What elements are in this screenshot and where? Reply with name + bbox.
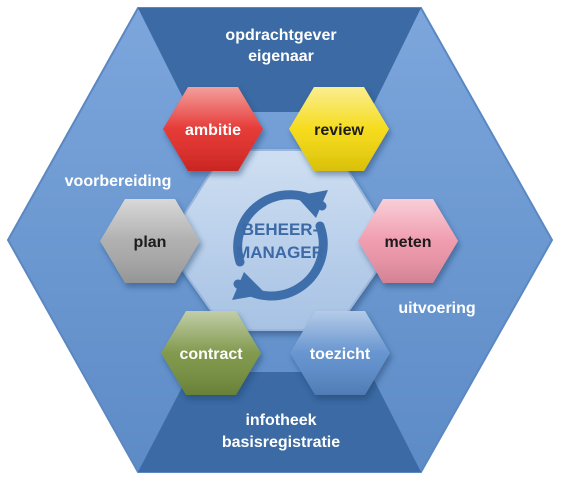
node-review-shine — [289, 87, 389, 171]
bottom-band — [138, 372, 421, 472]
node-meten: meten — [358, 199, 458, 283]
node-contract-shine — [161, 311, 261, 395]
top-band — [138, 8, 421, 112]
cycle-arrowhead-bottom-icon — [232, 272, 266, 300]
node-review-label: review — [314, 122, 364, 139]
center-label-line1: BEHEER- — [242, 220, 319, 239]
bottom-label-line1: infotheek — [245, 412, 316, 429]
node-contract-label: contract — [179, 346, 243, 363]
node-contract: contract — [161, 311, 261, 395]
node-plan-shine — [100, 199, 200, 283]
top-label-line2: eigenaar — [248, 48, 314, 65]
node-toezicht: toezicht — [290, 311, 390, 395]
cycle-arrowhead-top-icon — [296, 190, 328, 218]
node-plan-label: plan — [134, 234, 167, 251]
node-ambitie-shine — [163, 87, 263, 171]
node-toezicht-shine — [290, 311, 390, 395]
node-plan: plan — [100, 199, 200, 283]
top-label-line1: opdrachtgever — [225, 27, 336, 44]
right-label: uitvoering — [398, 300, 475, 317]
node-meten-shine — [358, 199, 458, 283]
bottom-label-line2: basisregistratie — [222, 434, 340, 451]
node-ambitie-label: ambitie — [185, 122, 241, 139]
left-label: voorbereiding — [65, 173, 172, 190]
node-toezicht-label: toezicht — [310, 346, 371, 363]
center-label-line2: MANAGER — [236, 243, 324, 262]
node-review: review — [289, 87, 389, 171]
node-meten-label: meten — [384, 234, 431, 251]
node-ambitie: ambitie — [163, 87, 263, 171]
